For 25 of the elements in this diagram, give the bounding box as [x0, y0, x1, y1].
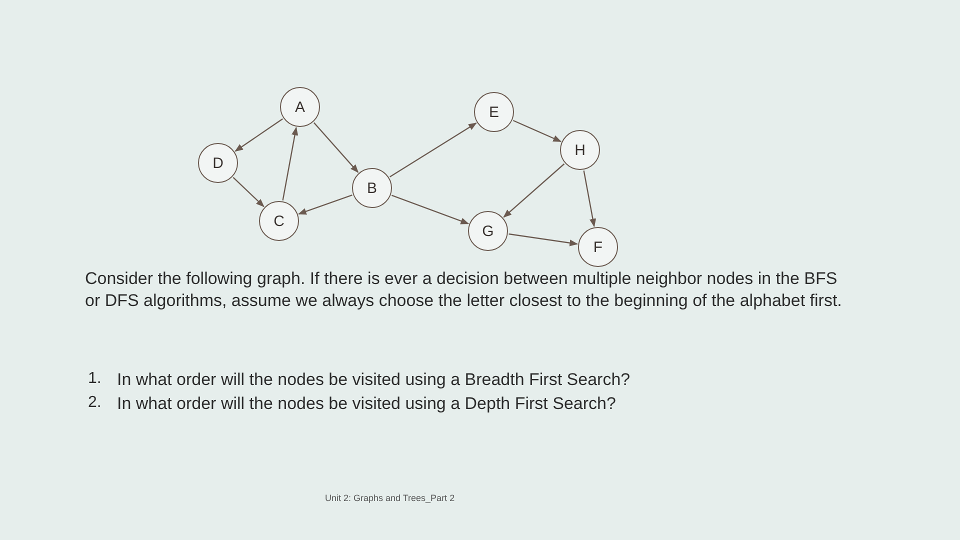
footer-text: Unit 2: Graphs and Trees_Part 2	[325, 493, 455, 503]
arrow	[234, 118, 283, 152]
arrow	[508, 233, 578, 246]
arrow	[391, 194, 470, 224]
graph-node: D	[198, 143, 238, 183]
instructions: Consider the following graph. If there is ever a decision between multiple neighbor nodes in the BFS or DFS algorithms, assume we always choose the letter closest to the beginning of the alphabet first.	[85, 268, 843, 312]
arrow	[314, 122, 359, 173]
arrow	[232, 177, 264, 208]
graph-node: G	[468, 211, 508, 251]
arrow	[282, 126, 298, 200]
graph-node: C	[259, 201, 299, 241]
arrow	[390, 122, 477, 178]
arrow	[298, 194, 352, 215]
list-number: 2.	[88, 394, 102, 412]
graph-node: E	[474, 92, 514, 132]
graph-node: H	[560, 130, 600, 170]
graph-node: F	[578, 227, 618, 267]
arrow	[503, 163, 565, 218]
question: In what order will the nodes be visited using a Depth First Search?	[117, 394, 616, 414]
graph-node: A	[280, 87, 320, 127]
arrow	[583, 170, 596, 228]
list-number: 1.	[88, 370, 102, 388]
arrow	[512, 120, 562, 142]
graph-node: B	[352, 168, 392, 208]
question: In what order will the nodes be visited using a Breadth First Search?	[117, 370, 630, 390]
